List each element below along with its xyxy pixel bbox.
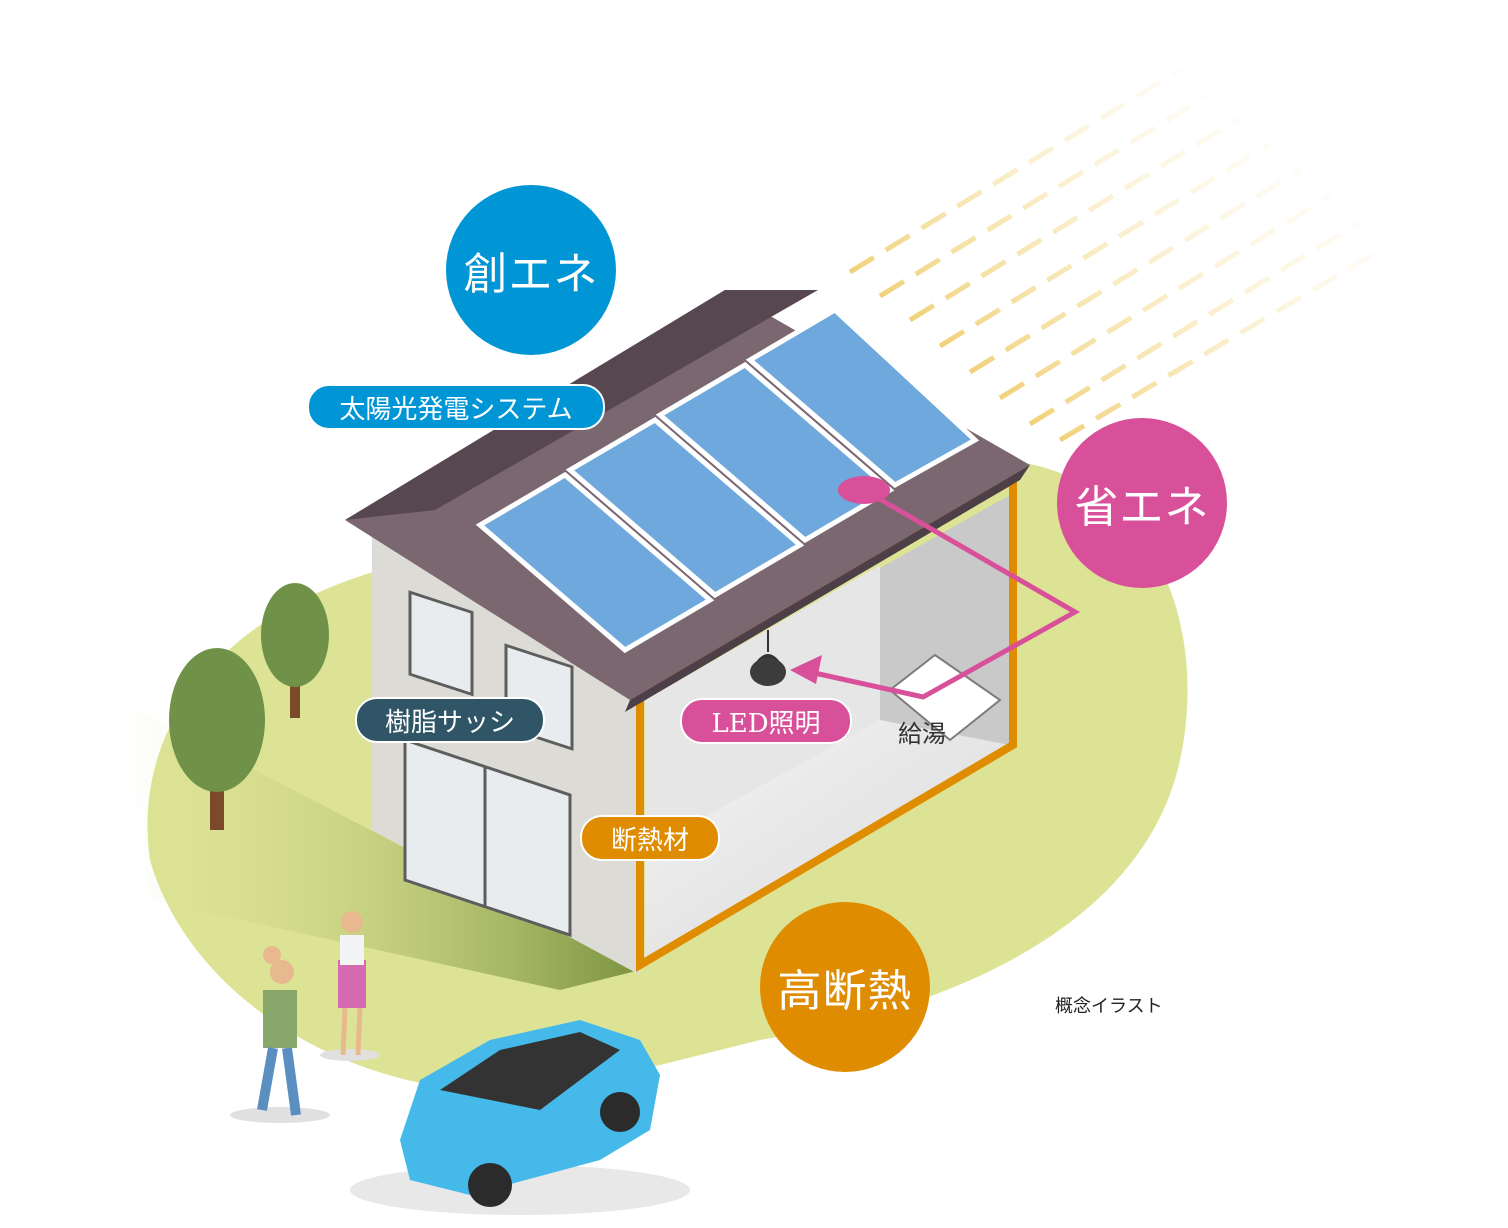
led-label: LED照明	[680, 698, 852, 744]
room-floor	[645, 720, 1010, 960]
high-insulation-text: 高断熱	[777, 966, 913, 1017]
high-insulation-badge: 高断熱	[760, 902, 930, 1072]
sash-label: 樹脂サッシ	[355, 697, 545, 743]
tree-back	[261, 583, 329, 718]
connector-node	[838, 476, 890, 504]
car	[350, 1020, 690, 1215]
solar-panels	[475, 306, 980, 654]
house-shadow	[120, 700, 640, 990]
hot-water-text: 給湯	[898, 720, 946, 748]
sun-rays	[848, 67, 1382, 443]
insulation-label-text: 断熱材	[610, 825, 689, 856]
solar-label-text: 太陽光発電システム	[339, 394, 573, 425]
led-label-text: LED照明	[711, 708, 821, 739]
pendant-lamp	[750, 630, 786, 686]
solar-label: 太陽光発電システム	[307, 384, 605, 430]
hot-water-label: 給湯	[898, 714, 946, 749]
connector-arrowhead	[790, 655, 822, 684]
sliding-door	[403, 737, 572, 938]
upper-window-1	[408, 590, 474, 697]
energy-connector	[809, 487, 1081, 700]
tree-front	[169, 648, 265, 830]
bathtub	[888, 653, 1002, 742]
create-energy-badge: 創エネ	[446, 185, 616, 355]
woman-figure	[320, 911, 380, 1061]
man-figure	[230, 946, 330, 1123]
save-energy-badge: 省エネ	[1057, 418, 1227, 588]
concept-caption-text: 概念イラスト	[1055, 996, 1163, 1017]
insulation-label: 断熱材	[580, 815, 720, 861]
create-energy-text: 創エネ	[463, 249, 599, 300]
concept-caption: 概念イラスト	[1055, 992, 1163, 1018]
save-energy-text: 省エネ	[1074, 482, 1210, 533]
sash-label-text: 樹脂サッシ	[384, 707, 515, 738]
